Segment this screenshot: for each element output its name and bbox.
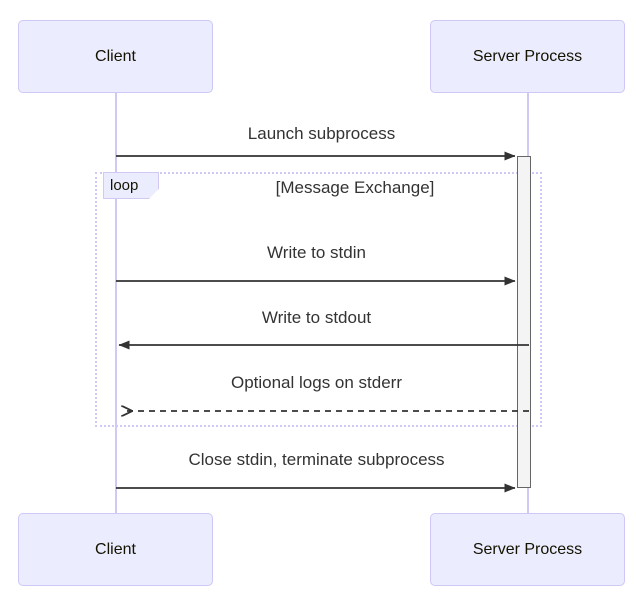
message-label-write-to-stdin: Write to stdin (267, 243, 366, 262)
participant-label-client-bottom: Client (95, 540, 136, 558)
participant-box-client-bottom[interactable]: Client (18, 513, 213, 586)
activation-bar-server (517, 156, 531, 488)
participant-label-server-top: Server Process (472, 47, 583, 65)
message-label-launch-subprocess: Launch subprocess (247, 124, 396, 143)
participant-label-server-bottom: Server Process (472, 540, 583, 558)
lifeline-client (115, 93, 117, 513)
participant-box-server-top[interactable]: Server Process (430, 20, 625, 93)
loop-fragment-tag-label: loop (110, 177, 139, 194)
participant-box-server-bottom[interactable]: Server Process (430, 513, 625, 586)
participant-box-client-top[interactable]: Client (18, 20, 213, 93)
loop-fragment-tag: loop (103, 172, 159, 199)
loop-fragment-title: [Message Exchange] (275, 178, 435, 197)
message-label-write-to-stdout: Write to stdout (261, 308, 372, 327)
participant-label-client-top: Client (95, 47, 136, 65)
loop-fragment-box (95, 172, 542, 427)
message-label-close-stdin-terminate-subprocess: Close stdin, terminate subprocess (188, 450, 445, 469)
message-label-optional-logs-on-stderr: Optional logs on stderr (230, 373, 403, 392)
